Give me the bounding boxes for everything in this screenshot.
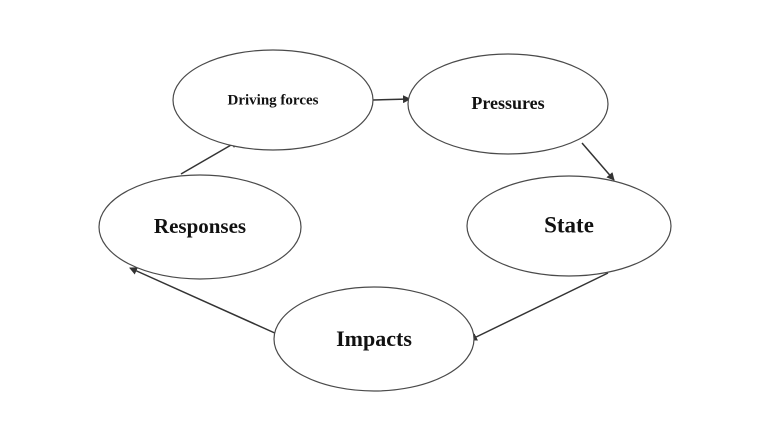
node-impacts-shape [273, 286, 475, 392]
edge-responses-to-driving-forces [180, 140, 239, 175]
node-driving-forces: Driving forces [172, 49, 374, 151]
edge-driving-forces-to-pressures [372, 95, 411, 104]
node-responses-label: Responses [154, 214, 246, 238]
node-state-label: State [544, 212, 594, 237]
node-impacts-label: Impacts [336, 326, 412, 351]
edge-state-to-impacts [469, 272, 609, 341]
edge-pressures-to-state [581, 142, 615, 181]
node-state-shape [466, 175, 672, 277]
edge-impacts-to-responses [129, 267, 278, 335]
node-pressures-shape [407, 53, 609, 155]
node-impacts: Impacts [273, 286, 475, 392]
node-driving-forces-shape [172, 49, 374, 151]
node-pressures: Pressures [407, 53, 609, 155]
node-responses-shape [98, 174, 302, 280]
node-pressures-label: Pressures [471, 93, 544, 113]
node-driving-forces-label: Driving forces [228, 92, 319, 108]
node-state: State [466, 175, 672, 277]
edges [129, 95, 615, 341]
node-responses: Responses [98, 174, 302, 280]
